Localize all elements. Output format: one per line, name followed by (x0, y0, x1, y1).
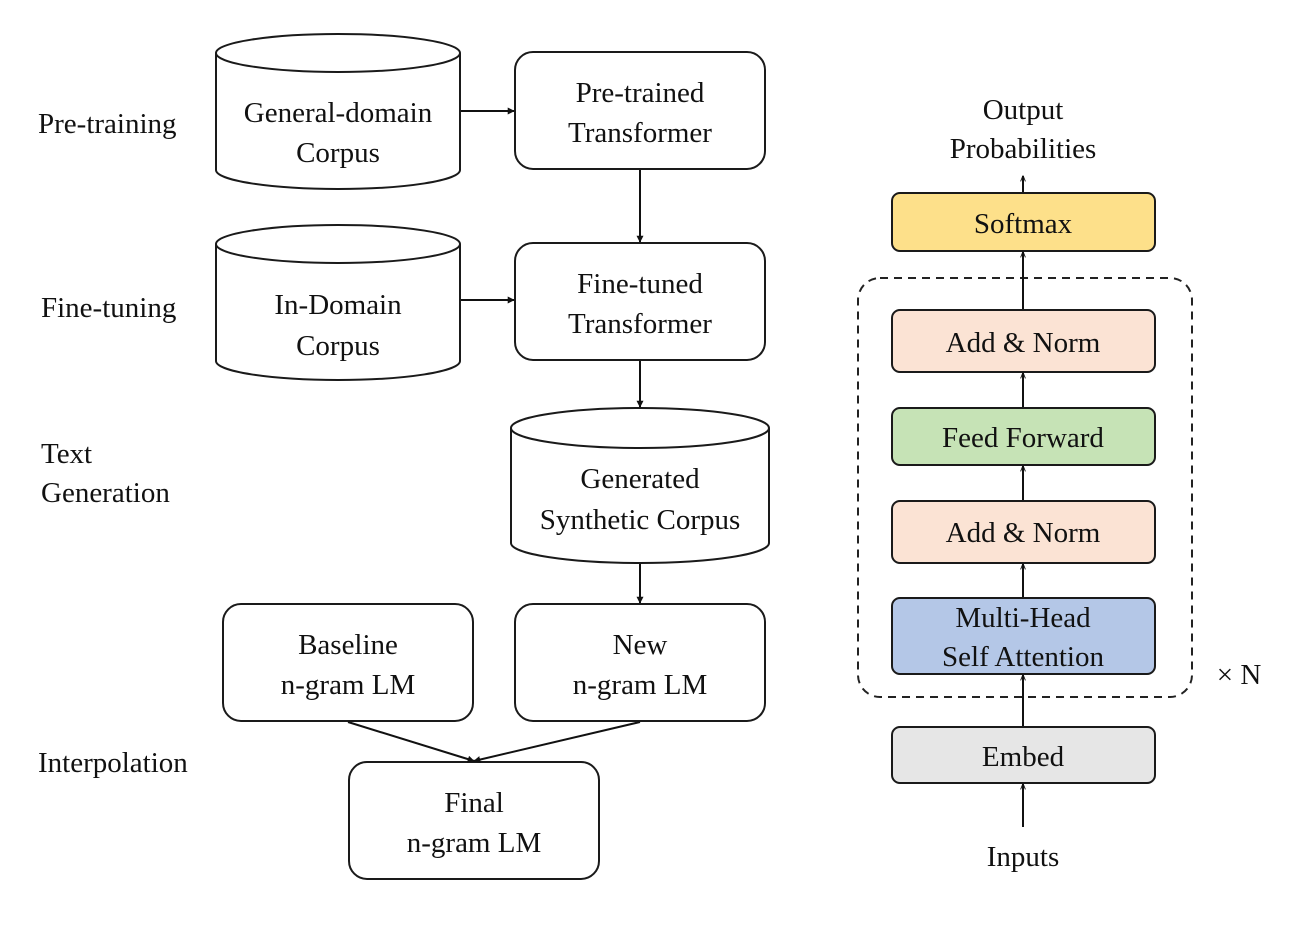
feed-forward-label: Feed Forward (942, 422, 1104, 454)
add-norm-bottom-box: Add & Norm (891, 500, 1156, 564)
baseline-label-line1: Baseline (298, 629, 398, 661)
stage-label-interpolation: Interpolation (38, 747, 188, 779)
final-lm-label-line1: Final (444, 787, 504, 819)
general-corpus-label-line2: Corpus (296, 137, 380, 169)
add-norm-top-box: Add & Norm (891, 309, 1156, 373)
general-corpus-label-line1: General-domain (244, 97, 433, 129)
in-domain-corpus-label-line1: In-Domain (274, 289, 402, 321)
pretrained-transformer-box: Pre-trained Transformer (514, 51, 766, 170)
add-norm-top-label: Add & Norm (946, 327, 1101, 359)
synthetic-corpus-label-line1: Generated (580, 463, 700, 495)
inputs-label: Inputs (987, 841, 1060, 873)
in-domain-corpus-label-line2: Corpus (296, 330, 380, 362)
arrow-baseline-to-final (347, 721, 475, 763)
embed-box: Embed (891, 726, 1156, 784)
new-lm-label-line1: New (613, 629, 668, 661)
arrow-new-to-final (473, 721, 641, 763)
new-lm-label-line2: n-gram LM (573, 669, 708, 701)
feed-forward-box: Feed Forward (891, 407, 1156, 466)
softmax-box: Softmax (891, 192, 1156, 252)
pretrained-label-line2: Transformer (568, 117, 712, 149)
multi-head-attention-box: Multi-Head Self Attention (891, 597, 1156, 675)
finetuned-transformer-box: Fine-tuned Transformer (514, 242, 766, 361)
finetuned-label-line1: Fine-tuned (577, 268, 703, 300)
stage-label-finetuning: Fine-tuning (41, 292, 176, 324)
attention-label-line1: Multi-Head (955, 602, 1091, 634)
add-norm-bottom-label: Add & Norm (946, 517, 1101, 549)
final-ngram-box: Final n-gram LM (348, 761, 600, 880)
repeated-block-outline (857, 277, 1193, 698)
new-ngram-box: New n-gram LM (514, 603, 766, 722)
embed-label: Embed (982, 741, 1065, 773)
stage-label-pretraining: Pre-training (38, 108, 177, 140)
output-label-line2: Probabilities (950, 133, 1097, 165)
baseline-ngram-box: Baseline n-gram LM (222, 603, 474, 722)
synthetic-corpus-cylinder: Generated Synthetic Corpus (510, 407, 770, 564)
output-label-line1: Output (983, 94, 1064, 126)
synthetic-corpus-label-line2: Synthetic Corpus (540, 504, 741, 536)
pretrained-label-line1: Pre-trained (576, 77, 705, 109)
stage-label-textgen-line1: Text (41, 438, 92, 470)
in-domain-corpus-cylinder: In-Domain Corpus (215, 224, 461, 381)
stage-label-textgen-line2: Generation (41, 477, 170, 509)
general-domain-corpus-cylinder: General-domain Corpus (215, 33, 461, 190)
repeat-count-label: × N (1217, 659, 1262, 691)
baseline-label-line2: n-gram LM (281, 669, 416, 701)
final-lm-label-line2: n-gram LM (407, 827, 542, 859)
softmax-label: Softmax (974, 208, 1073, 240)
finetuned-label-line2: Transformer (568, 308, 712, 340)
attention-label-line2: Self Attention (942, 641, 1104, 673)
